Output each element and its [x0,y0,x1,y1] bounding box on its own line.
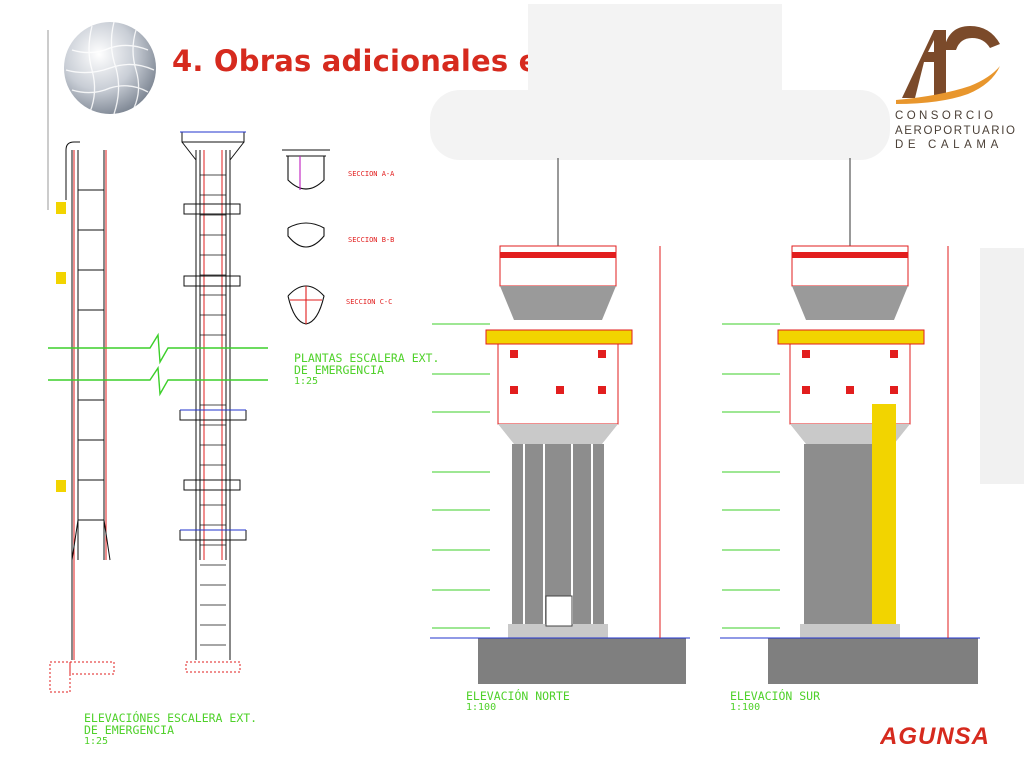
elevacion-norte-label: ELEVACIÓN NORTE 1:100 [466,689,570,713]
tower-south [720,158,980,684]
logo-text: CONSORCIO AEROPORTUARIO DE CALAMA [895,109,1017,153]
agunsa-logo-text: AGUNSA [880,723,990,750]
section-a-label: SECCION A-A [348,170,395,178]
agunsa-logo: AGUNSA [879,722,1000,755]
ladder-elevation-side [56,141,111,660]
section-c-label: SECCION C-C [346,298,393,306]
puzzle-globe-icon [62,20,158,116]
section-plans [282,149,330,325]
ladder-elevation-front [179,131,247,660]
level-markers [432,323,780,629]
logo-line-3: DE CALAMA [895,139,1003,151]
plantas-label: PLANTAS ESCALERA EXT. DE EMERGENCIA 1:25 [294,351,440,387]
break-lines [48,332,268,397]
tower-north [430,158,690,684]
section-b-label: SECCION B-B [348,236,395,244]
elevacion-sur-label: ELEVACIÓN SUR 1:100 [730,689,821,713]
elevaciones-label: ELEVACIÓNES ESCALERA EXT. DE EMERGENCIA … [84,711,258,747]
logo-line-2: AEROPORTUARIO [895,124,1017,137]
logo-line-1: CONSORCIO [895,110,997,122]
